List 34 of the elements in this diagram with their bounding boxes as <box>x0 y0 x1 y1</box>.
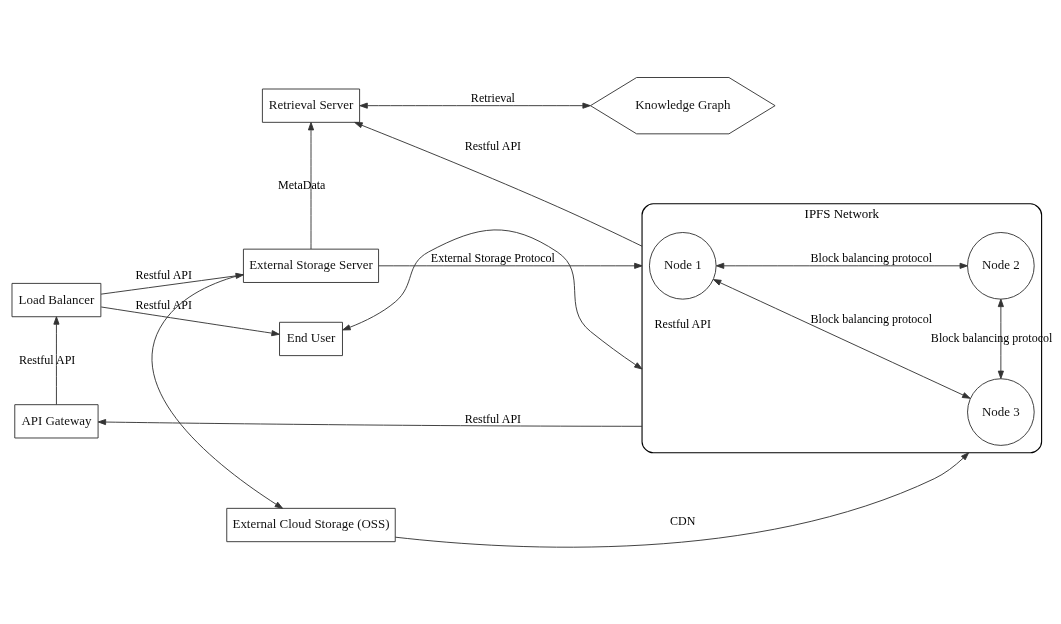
node-circle: Node 2 <box>967 231 1035 300</box>
edge-label: Restful API <box>135 267 193 282</box>
edge-label: MetaData <box>278 177 326 192</box>
edge-label: Restful API <box>135 297 193 312</box>
arrow <box>100 272 244 295</box>
arrow <box>997 298 1004 379</box>
node-box: End User <box>279 321 343 356</box>
node-box: Load Balancer <box>11 282 102 317</box>
node-box: Retrieval Server <box>261 88 361 123</box>
node-box: External Cloud Storage (OSS) <box>226 507 396 542</box>
node-box: API Gateway <box>14 403 99 438</box>
node-circle: Node 3 <box>967 377 1035 446</box>
arrow <box>713 278 971 399</box>
node-circle: Node 1 <box>649 231 717 300</box>
edge-label: Restful API <box>464 411 522 426</box>
arrow <box>342 228 643 369</box>
arrow <box>354 121 643 247</box>
arrow <box>151 273 283 509</box>
edge-label: Restful API <box>464 138 522 153</box>
arrow <box>100 306 280 336</box>
edge-label: Block balancing protocol <box>810 250 932 265</box>
arrow <box>97 418 643 427</box>
edge-label: Retrieval <box>470 90 515 105</box>
arrow <box>378 262 643 269</box>
arrow <box>359 102 591 109</box>
edge-label: CDN <box>670 513 696 528</box>
arrow <box>715 262 968 269</box>
arrow <box>307 121 315 249</box>
arrow <box>53 315 60 405</box>
edge-label: External Storage Protocol <box>430 250 555 265</box>
edge-label: Restful API <box>654 316 711 331</box>
node-box: External Storage Server <box>242 248 380 283</box>
arrow <box>394 451 970 548</box>
edge-label: Block balancing protocol <box>810 311 932 326</box>
